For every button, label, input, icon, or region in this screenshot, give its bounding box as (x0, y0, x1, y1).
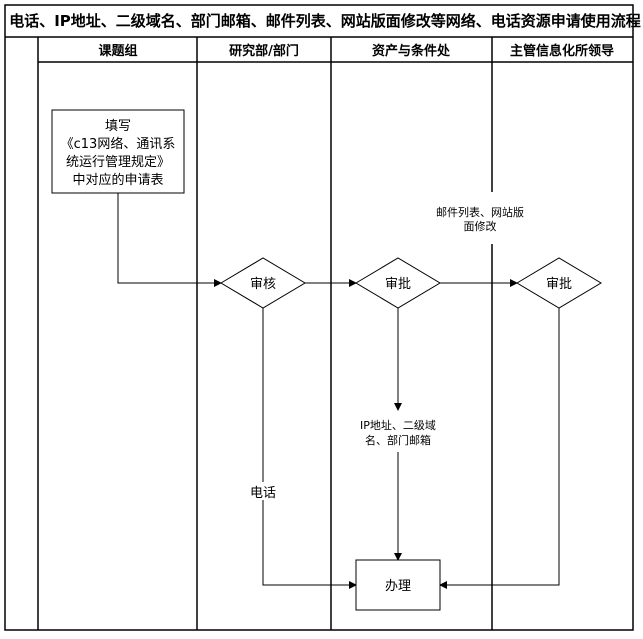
apply-text: 填写 (105, 119, 131, 134)
edge (439, 308, 560, 589)
approve-leader-text: 审批 (546, 277, 572, 292)
handle-text: 办理 (385, 579, 411, 594)
approve-assets-diamond (355, 257, 441, 309)
edge-label: 名、部门邮箱 (365, 433, 431, 447)
approve-leader-diamond (516, 257, 602, 309)
edge (117, 193, 222, 287)
lane-header: 研究部/部门 (229, 43, 299, 59)
lane-header: 课题组 (98, 43, 137, 59)
lane-header: 主管信息化所领导 (510, 43, 614, 59)
apply-text: 统运行管理规定》 (66, 155, 170, 170)
approve-assets-text: 审批 (385, 277, 411, 292)
edge-label: 电话 (250, 486, 276, 501)
edge-label: IP地址、二级域 (360, 418, 436, 432)
label-background (248, 482, 278, 500)
review-text: 审核 (250, 277, 276, 292)
apply-text: 《c13网络、通讯系 (61, 136, 176, 152)
edge-label: 邮件列表、网站版 (436, 205, 524, 219)
review-diamond (220, 257, 306, 309)
apply-text: 中对应的申请表 (72, 172, 163, 188)
diagram-title: 电话、IP地址、二级域名、部门邮箱、邮件列表、网站版面修改等网络、电话资源申请使… (9, 12, 641, 30)
handle-box (355, 559, 441, 611)
lane-header: 资产与条件处 (372, 43, 451, 59)
edge (262, 308, 357, 589)
edge-label: 面修改 (464, 219, 497, 233)
outer-frame (4, 4, 634, 631)
